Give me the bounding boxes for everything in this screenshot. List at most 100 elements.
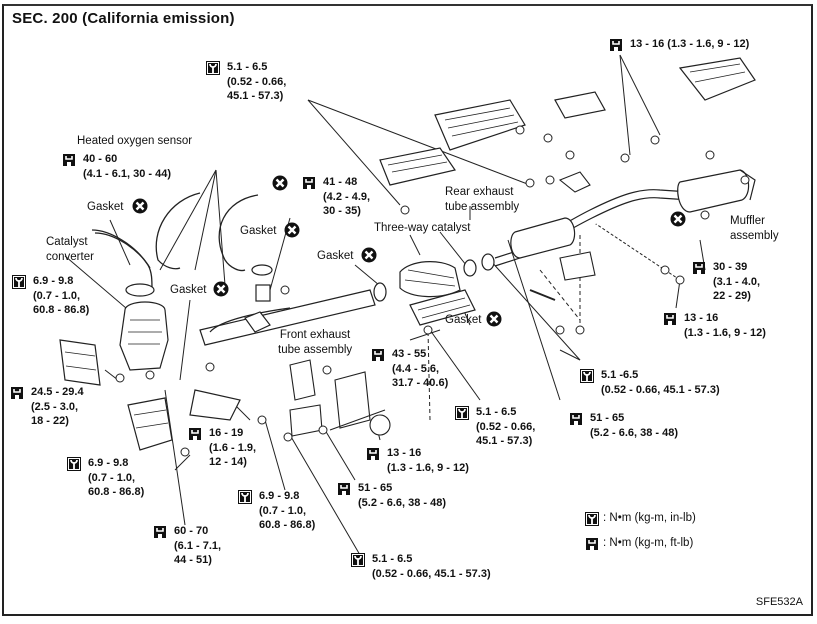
torque-spec-line: 51 - 65: [590, 412, 625, 424]
heat-shield-catalyst: [409, 289, 476, 326]
torque-spec-line: 31.7 - 40.6): [392, 377, 449, 389]
torque-spec: 5.1 - 6.5 (0.52 - 0.66, 45.1 - 57.3): [476, 405, 535, 449]
do-not-reuse-x-icon: [272, 175, 288, 191]
heat-shield-middle: [379, 147, 456, 186]
label-gasket: Gasket: [317, 250, 354, 262]
torque-spec-line: (1.3 - 1.6, 9 - 12): [387, 461, 469, 474]
mount-bracket: [289, 359, 316, 401]
torque-spec-line: 60.8 - 86.8): [88, 486, 145, 498]
torque-spec-line: 45.1 - 57.3): [476, 435, 533, 447]
do-not-reuse-x-icon: [486, 311, 502, 327]
torque-spec-line: (0.52 - 0.66, 45.1 - 57.3): [372, 567, 491, 580]
torque-wrench-ft-lb-icon: [372, 349, 384, 361]
oxygen-sensor-harness: [218, 194, 259, 272]
torque-spec-line: (0.52 - 0.66,: [476, 420, 536, 433]
torque-wrench-ft-lb-icon: [338, 483, 350, 495]
torque-spec: 13 - 16 (1.3 - 1.6, 9 - 12): [630, 37, 749, 52]
diagram-frame: [2, 4, 813, 616]
label-front-exhaust-tube: Front exhaust tube assembly: [278, 328, 352, 357]
torque-spec-line: (1.3 - 1.6, 9 - 12): [684, 326, 766, 339]
do-not-reuse-x-icon: [213, 281, 229, 297]
torque-spec-line: 6.9 - 9.8: [33, 275, 74, 287]
torque-spec: 60 - 70(6.1 - 7.1,44 - 51): [174, 524, 221, 568]
torque-spec-line: 18 - 22): [31, 415, 69, 427]
heat-shield-muffler: [678, 57, 756, 101]
leader-line: [159, 169, 217, 271]
label-catalyst-converter: Catalyst converter: [46, 235, 94, 264]
torque-spec-line: 5.1 - 6.5: [372, 553, 413, 565]
leader-line: [164, 389, 186, 526]
leader-line: [264, 419, 286, 491]
front-exhaust-tube: [199, 289, 376, 346]
leader-line: [307, 99, 531, 186]
torque-spec-line: (0.52 - 0.66,: [227, 75, 287, 88]
do-not-reuse-x-icon: [284, 222, 300, 238]
torque-wrench-ft-lb-icon: [63, 154, 75, 166]
leader-line: [559, 349, 581, 361]
leader-line: [109, 219, 131, 266]
torque-spec-line: 22 - 29): [713, 290, 751, 302]
torque-spec-line: (3.1 - 4.0,: [713, 275, 761, 288]
torque-wrench-in-lb-icon: [351, 553, 365, 567]
leader-line: [619, 54, 661, 136]
torque-spec-line: 5.1 - 6.5: [476, 406, 517, 418]
torque-spec-line: 30 - 39: [713, 261, 748, 273]
torque-spec-line: 6.9 - 9.8: [88, 457, 129, 469]
mount-bracket: [289, 404, 323, 437]
do-not-reuse-x-icon: [670, 211, 686, 227]
torque-spec-line: 60.8 - 86.8): [33, 304, 90, 316]
torque-spec-line: (4.2 - 4.9,: [323, 190, 371, 203]
torque-spec-line: 16 - 19: [209, 427, 244, 439]
torque-wrench-in-lb-icon: [67, 457, 81, 471]
section-title: SEC. 200 (California emission): [12, 10, 235, 27]
torque-spec: 5.1 -6.5(0.52 - 0.66, 45.1 - 57.3): [601, 368, 720, 397]
torque-spec-line: (6.1 - 7.1,: [174, 539, 222, 552]
heat-shield-small: [554, 91, 606, 119]
torque-spec: 51 - 65(5.2 - 6.6, 38 - 48): [358, 481, 446, 510]
torque-spec: 40 - 60(4.1 - 6.1, 30 - 44): [83, 152, 171, 181]
label-line: Rear exhaust: [445, 186, 514, 198]
torque-wrench-ft-lb-icon: [586, 538, 598, 550]
label-line: tube assembly: [445, 200, 520, 213]
torque-spec: 5.1 - 6.5 (0.52 - 0.66, 45.1 - 57.3): [372, 552, 491, 581]
label-heated-oxygen-sensor: Heated oxygen sensor: [77, 135, 193, 147]
catalyst-converter-body: [119, 309, 169, 371]
torque-wrench-in-lb-icon: [238, 490, 252, 504]
torque-spec: 30 - 39 (3.1 - 4.0, 22 - 29): [713, 260, 760, 304]
heat-shield-bottom: [189, 389, 241, 421]
torque-wrench-ft-lb-icon: [154, 526, 166, 538]
label-line: Catalyst: [46, 236, 88, 248]
torque-spec-line: 12 - 14): [209, 456, 247, 468]
leader-line: [324, 429, 356, 481]
torque-spec: 13 - 16 (1.3 - 1.6, 9 - 12): [387, 446, 469, 475]
torque-wrench-ft-lb-icon: [610, 39, 622, 51]
torque-spec: 24.5 - 29.4(2.5 - 3.0,18 - 22): [31, 385, 84, 429]
label-muffler-assembly: Muffler assembly: [730, 214, 779, 243]
torque-wrench-ft-lb-icon: [189, 428, 201, 440]
torque-spec-line: (1.6 - 1.9,: [209, 441, 257, 454]
torque-wrench-ft-lb-icon: [664, 313, 676, 325]
torque-spec: 51 - 65(5.2 - 6.6, 38 - 48): [590, 411, 678, 440]
legend-ft-lb: : N•m (kg-m, ft-lb): [603, 537, 694, 549]
hanger: [559, 251, 596, 281]
torque-spec-line: (0.7 - 1.0,: [33, 289, 81, 302]
label-line: tube assembly: [278, 343, 353, 356]
label-gasket: Gasket: [170, 284, 207, 296]
torque-spec-line: 24.5 - 29.4: [31, 386, 84, 398]
leader-line: [507, 239, 561, 401]
label-line: assembly: [730, 229, 779, 242]
leader-line: [174, 454, 191, 471]
torque-spec-line: (0.7 - 1.0,: [259, 504, 307, 517]
leader-line: [429, 329, 481, 401]
oxygen-sensor-harness: [155, 192, 201, 270]
leader-line: [409, 234, 421, 256]
label-gasket: Gasket: [445, 314, 482, 326]
torque-spec-line: (0.52 - 0.66, 45.1 - 57.3): [601, 383, 720, 396]
leader-line: [409, 329, 441, 341]
torque-spec-line: 13 - 16: [387, 447, 422, 459]
hanger: [558, 171, 591, 193]
torque-wrench-ft-lb-icon: [367, 448, 379, 460]
torque-spec-line: 60.8 - 86.8): [259, 519, 316, 531]
torque-spec-line: 51 - 65: [358, 482, 393, 494]
label-gasket: Gasket: [87, 201, 124, 213]
